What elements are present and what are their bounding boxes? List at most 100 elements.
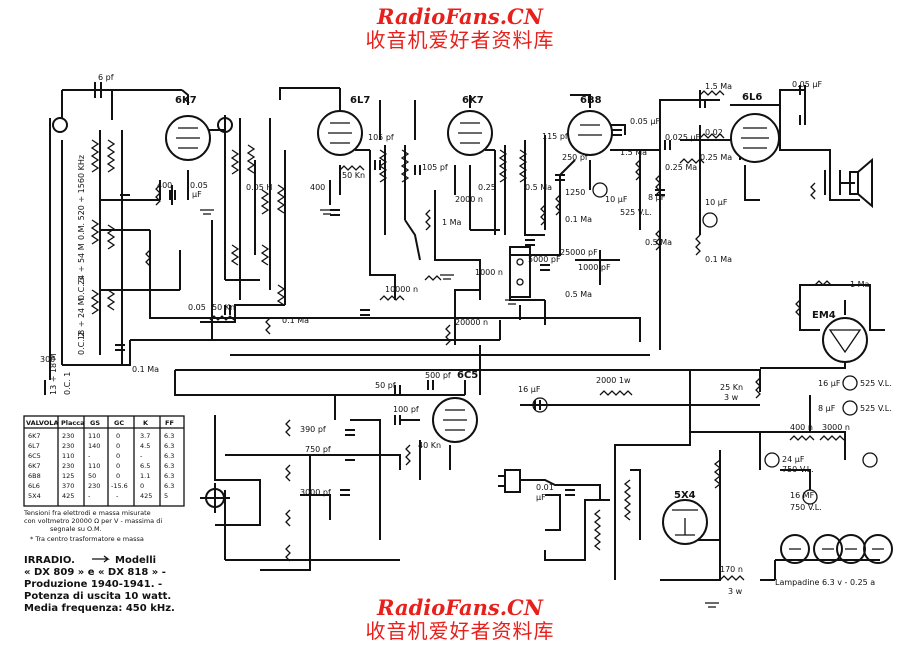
mains-plug-icon: [498, 469, 521, 493]
label-band2: 24 ÷ 54 M: [77, 243, 86, 285]
table-note: Tensioni fra elettrodi e massa misurate: [23, 509, 151, 517]
table-cell: 370: [62, 482, 74, 490]
table-cell: 425: [140, 492, 152, 500]
caption-arrow-icon: [92, 555, 110, 563]
component-labels: 6 pf 400 0.05 μF 0.05 H 50 Kn 400 105 pf…: [40, 73, 892, 596]
table-cell: 110: [88, 432, 100, 440]
tube-label-8: 5X4: [674, 490, 696, 501]
table-cell: 4.5: [140, 442, 150, 450]
label-6pf: 6 pf: [98, 73, 114, 82]
dial-lamps-icon: [780, 534, 893, 564]
label-025ma: 0.25 Ma: [665, 163, 697, 172]
table-header-4: K: [143, 419, 149, 427]
wiring: [44, 82, 885, 581]
label-005h: 0.05 H: [246, 183, 272, 192]
label-muf: μF: [192, 190, 202, 199]
tubes: [165, 110, 868, 545]
table-cell: 6L6: [28, 482, 40, 490]
table-header-2: GS: [90, 419, 100, 427]
label-band4: 18 ÷ 24 M: [77, 298, 86, 340]
coils-and-resistors: [90, 90, 845, 581]
label-105pf2: 105 pf: [422, 163, 448, 172]
table-cell: 230: [62, 432, 74, 440]
label-025: 0.25: [478, 183, 496, 192]
label-400b: 400: [310, 183, 325, 192]
label-025mb: 0.25 Ma: [700, 153, 732, 162]
table-cell: 230: [62, 442, 74, 450]
label-3000n: 3000 n: [822, 423, 850, 432]
tube-label-4: 6B8: [580, 95, 602, 106]
label-8uf2: 8 μF: [818, 404, 836, 413]
tube-label-2: 6L7: [350, 95, 370, 106]
table-cell: -: [116, 492, 119, 500]
capacitors: [115, 85, 878, 505]
label-2000w: 2000 1w: [596, 376, 631, 385]
label-05ma: 0.5 Ma: [525, 183, 552, 192]
tube-labels: 6K7 6L7 6K7 6B8 6L6 6C5 EM4 5X4: [175, 92, 836, 501]
table-cell: 1.1: [140, 472, 150, 480]
label-750vl-b: 750 V.L.: [790, 503, 822, 512]
table-cell: 125: [62, 472, 74, 480]
label-16mf: 16 MF: [790, 491, 815, 500]
label-250pf: 250 pf: [562, 153, 588, 162]
label-15ma: 1.5 Ma: [705, 82, 732, 91]
label-005c: 0.05: [188, 303, 206, 312]
label-115pf: 115 pf: [542, 132, 568, 141]
caption-models: Modelli: [115, 555, 156, 566]
label-01mc: 0.1 Ma: [282, 316, 309, 325]
table-cell: 5X4: [28, 492, 41, 500]
watermark-chinese: 收音机爱好者资料库: [365, 28, 555, 52]
table-note: con voltmetro 20000 Ω per V - massima di: [24, 517, 162, 525]
label-1000n: 1000 n: [475, 268, 503, 277]
table-cell: 0: [116, 462, 120, 470]
table-cell: 0: [116, 442, 120, 450]
watermark-top: RadioFans.CN 收音机爱好者资料库: [0, 6, 920, 50]
table-cell: 0: [116, 432, 120, 440]
label-50pf: 50 pf: [375, 381, 396, 390]
table-cell: 6.3: [164, 462, 174, 470]
table-cell: 6B8: [28, 472, 41, 480]
label-525vl-b: 525 V.L.: [860, 379, 892, 388]
tube-label-5: 6L6: [742, 92, 762, 103]
table-cell: 6.3: [164, 482, 174, 490]
label-400n: 400 n: [790, 423, 813, 432]
label-002: 0.02: [705, 128, 723, 137]
label-500pf: 500 pf: [425, 371, 451, 380]
tube-label-1: 6K7: [175, 95, 197, 106]
label-3000pf: 3000 pf: [300, 488, 331, 497]
label-1000pf: 1000 pF: [578, 263, 611, 272]
label-band5: 0.C. 2: [77, 332, 86, 355]
label-band7: 0.C. 1: [63, 372, 72, 395]
label-170n: 170 n: [720, 565, 743, 574]
label-05md: 0.5 Ma: [565, 290, 592, 299]
table-cell: 6.5: [140, 462, 150, 470]
label-005: 0.05: [190, 181, 208, 190]
label-band1: 0.M. 520 ÷ 1560 KHz: [77, 155, 86, 240]
tube-label-6: 6C5: [457, 370, 478, 381]
label-01ma: 0.1 Ma: [565, 215, 592, 224]
label-01mb: 0.1 Ma: [705, 255, 732, 264]
table-cell: 6.3: [164, 472, 174, 480]
table-cell: -: [88, 492, 91, 500]
label-50kn: 50 Kn: [342, 171, 365, 180]
label-10uf2: 10 μF: [705, 198, 728, 207]
table-cell: 425: [62, 492, 74, 500]
label-8uf: 8 μF: [648, 193, 666, 202]
label-15mb: 1.5 Ma: [620, 148, 647, 157]
label-muf2: μF: [536, 493, 546, 502]
label-16uf: 16 μF: [518, 385, 541, 394]
table-cell: 230: [62, 462, 74, 470]
tube-6b8-detector: [567, 110, 613, 156]
watermark-site: RadioFans.CN: [377, 595, 543, 620]
ground-symbols: [200, 209, 719, 608]
table-cell: 50: [88, 472, 96, 480]
table-cell: 6K7: [28, 462, 41, 470]
label-390pf: 390 pf: [300, 425, 326, 434]
table-cell: 5: [164, 492, 168, 500]
label-1250: 1250: [565, 188, 585, 197]
table-header-5: FF: [165, 419, 174, 427]
label-750pf: 750 pf: [305, 445, 331, 454]
table-header-1: Placca: [61, 419, 84, 427]
label-005uf: 0.05 μF: [630, 117, 660, 126]
